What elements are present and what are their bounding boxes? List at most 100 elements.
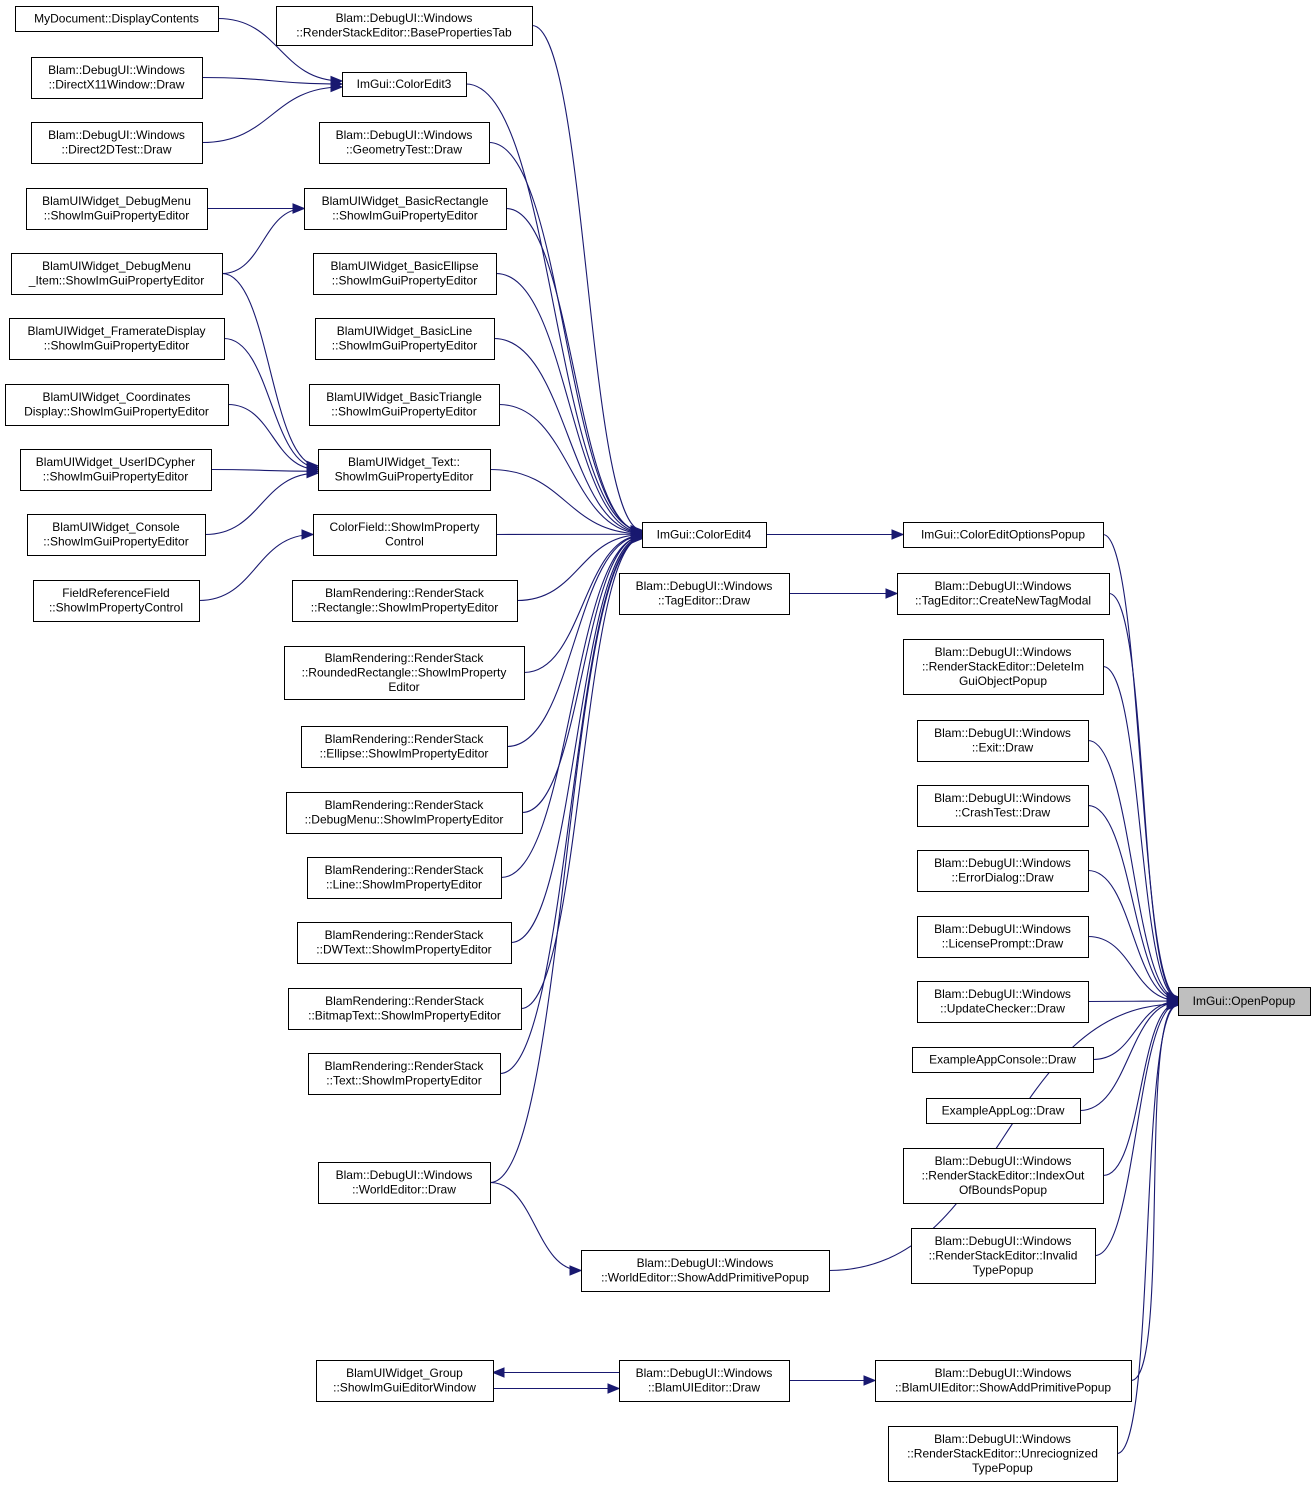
graph-node-d2d[interactable]: Blam::DebugUI::Windows::Direct2DTest::Dr… (31, 122, 203, 164)
node-label: BlamUIWidget_BasicTriangle (326, 390, 482, 404)
graph-node-basicellipse[interactable]: BlamUIWidget_BasicEllipse::ShowImGuiProp… (313, 253, 497, 295)
node-box (642, 522, 767, 548)
graph-node-deleteimgui[interactable]: Blam::DebugUI::Windows::RenderStackEdito… (903, 639, 1104, 695)
graph-node-worldeditor[interactable]: Blam::DebugUI::Windows::WorldEditor::Dra… (318, 1162, 491, 1204)
graph-node-dbgmenuitem[interactable]: BlamUIWidget_DebugMenu_Item::ShowImGuiPr… (11, 253, 223, 295)
node-label: Blam::DebugUI::Windows (336, 11, 473, 25)
graph-node-exit[interactable]: Blam::DebugUI::Windows::Exit::Draw (917, 720, 1089, 762)
edge-line (1087, 804, 1179, 1000)
edge-fieldref-to-colorfield (198, 529, 315, 602)
graph-node-unrecognized[interactable]: Blam::DebugUI::Windows::RenderStackEdito… (888, 1426, 1118, 1482)
graph-node-worldaddprim[interactable]: Blam::DebugUI::Windows::WorldEditor::Sho… (581, 1250, 830, 1292)
edge-uieditor-to-uiaddprim (788, 1375, 877, 1386)
graph-node-tageditor[interactable]: Blam::DebugUI::Windows::TagEditor::Draw (619, 573, 790, 615)
arrowhead (491, 1367, 505, 1378)
node-box (27, 514, 206, 556)
edge-userid-to-text (210, 466, 320, 477)
edge-line (499, 537, 643, 1075)
graph-node-rsline[interactable]: BlamRendering::RenderStack::Line::ShowIm… (307, 857, 502, 899)
graph-node-createnewtag[interactable]: Blam::DebugUI::Windows::TagEditor::Creat… (897, 573, 1110, 615)
graph-node-updatechecker[interactable]: Blam::DebugUI::Windows::UpdateChecker::D… (917, 981, 1089, 1023)
graph-node-rsdwtext[interactable]: BlamRendering::RenderStack::DWText::Show… (297, 922, 512, 964)
node-box (33, 580, 200, 622)
edge-indexout-to-openpopup (1102, 997, 1180, 1177)
graph-node-uieditor[interactable]: Blam::DebugUI::Windows::BlamUIEditor::Dr… (619, 1360, 790, 1402)
edge-line (531, 24, 643, 531)
edge-dx11-to-coloredit3 (201, 76, 344, 90)
graph-node-crashtest[interactable]: Blam::DebugUI::Windows::CrashTest::Draw (917, 785, 1089, 827)
graph-node-framerate[interactable]: BlamUIWidget_FramerateDisplay::ShowImGui… (9, 318, 225, 360)
graph-node-group[interactable]: BlamUIWidget_Group::ShowImGuiEditorWindo… (316, 1360, 494, 1402)
node-box (26, 188, 208, 230)
edge-line (1092, 1001, 1179, 1061)
node-label: MyDocument::DisplayContents (34, 11, 199, 25)
node-box (318, 449, 491, 491)
node-label: Blam::DebugUI::Windows (935, 1154, 1072, 1168)
node-label: ::Text::ShowImPropertyEditor (326, 1074, 481, 1088)
graph-node-fieldref[interactable]: FieldReferenceField::ShowImPropertyContr… (33, 580, 200, 622)
node-label: ::ShowImGuiPropertyEditor (43, 470, 188, 484)
graph-node-rsdebugmenu[interactable]: BlamRendering::RenderStack::DebugMenu::S… (286, 792, 523, 834)
graph-node-errordialog[interactable]: Blam::DebugUI::Windows::ErrorDialog::Dra… (917, 850, 1089, 892)
node-label: BlamUIWidget_Group (346, 1366, 463, 1380)
node-label: Editor (388, 680, 419, 694)
graph-node-basicrect[interactable]: BlamUIWidget_BasicRectangle::ShowImGuiPr… (304, 188, 507, 230)
graph-node-mydoc[interactable]: MyDocument::DisplayContents (15, 6, 219, 32)
edge-line (495, 272, 643, 533)
node-label: ::Rectangle::ShowImPropertyEditor (311, 601, 498, 615)
graph-node-rsbitmap[interactable]: BlamRendering::RenderStack::BitmapText::… (288, 988, 522, 1030)
graph-node-dx11[interactable]: Blam::DebugUI::Windows::DirectX11Window:… (31, 57, 203, 99)
graph-node-coords[interactable]: BlamUIWidget_CoordinatesDisplay::ShowImG… (5, 384, 229, 426)
graph-node-rsrounded[interactable]: BlamRendering::RenderStack::RoundedRecta… (284, 646, 525, 700)
edge-line (505, 207, 643, 533)
graph-node-indexout[interactable]: Blam::DebugUI::Windows::RenderStackEdito… (903, 1148, 1104, 1204)
node-box (917, 850, 1089, 892)
graph-node-rstext[interactable]: BlamRendering::RenderStack::Text::ShowIm… (308, 1053, 501, 1095)
node-box (926, 1098, 1081, 1124)
graph-node-userid[interactable]: BlamUIWidget_UserIDCypher::ShowImGuiProp… (20, 449, 212, 491)
graph-node-basictri[interactable]: BlamUIWidget_BasicTriangle::ShowImGuiPro… (309, 384, 500, 426)
graph-node-colorfield[interactable]: ColorField::ShowImPropertyControl (313, 514, 497, 556)
graph-node-geomtest[interactable]: Blam::DebugUI::Windows::GeometryTest::Dr… (319, 122, 490, 164)
node-box (912, 1047, 1094, 1073)
graph-node-rsellipse[interactable]: BlamRendering::RenderStack::Ellipse::Sho… (301, 726, 508, 768)
graph-node-text[interactable]: BlamUIWidget_Text::ShowImGuiPropertyEdit… (318, 449, 491, 491)
graph-node-applog[interactable]: ExampleAppLog::Draw (926, 1098, 1081, 1124)
node-label: ::RoundedRectangle::ShowImProperty (302, 665, 507, 679)
edge-appconsole-to-openpopup (1092, 996, 1180, 1061)
node-box (31, 122, 203, 164)
node-label: ::BlamUIEditor::Draw (648, 1381, 760, 1395)
graph-node-uiaddprim[interactable]: Blam::DebugUI::Windows::BlamUIEditor::Sh… (875, 1360, 1132, 1402)
node-label: ::RenderStackEditor::Unreciognized (907, 1446, 1098, 1460)
nodes-layer: MyDocument::DisplayContentsBlam::DebugUI… (5, 6, 1311, 1482)
graph-node-openpopup[interactable]: ImGui::OpenPopup (1178, 987, 1311, 1016)
node-label: TypePopup (972, 1461, 1033, 1475)
edge-line (489, 468, 643, 535)
node-box (917, 981, 1089, 1023)
graph-node-rsrect[interactable]: BlamRendering::RenderStack::Rectangle::S… (292, 580, 518, 622)
graph-node-console[interactable]: BlamUIWidget_Console::ShowImGuiPropertyE… (27, 514, 206, 556)
graph-node-appconsole[interactable]: ExampleAppConsole::Draw (912, 1047, 1094, 1073)
graph-node-basetab[interactable]: Blam::DebugUI::Windows::RenderStackEdito… (276, 6, 533, 46)
graph-node-basicline[interactable]: BlamUIWidget_BasicLine::ShowImGuiPropert… (315, 318, 495, 360)
node-box (307, 857, 502, 899)
node-label: Control (385, 535, 424, 549)
edge-line (521, 535, 643, 814)
edge-uiaddprim-to-openpopup (1130, 999, 1180, 1382)
node-label: Blam::DebugUI::Windows (934, 987, 1071, 1001)
edge-line (1102, 533, 1179, 998)
edge-coloredit3-to-coloredit4 (465, 83, 644, 536)
graph-node-coloredit4[interactable]: ImGui::ColorEdit4 (642, 522, 767, 548)
node-box (297, 922, 512, 964)
arrowhead (885, 588, 899, 599)
node-box (903, 1148, 1104, 1204)
edge-line (1102, 1002, 1179, 1177)
graph-node-license[interactable]: Blam::DebugUI::Windows::LicensePrompt::D… (917, 916, 1089, 958)
graph-node-coloreditopts[interactable]: ImGui::ColorEditOptionsPopup (903, 522, 1104, 548)
graph-node-coloredit3[interactable]: ImGui::ColorEdit3 (342, 72, 467, 97)
node-label: ::ShowImPropertyControl (49, 601, 183, 615)
graph-node-invalidtype[interactable]: Blam::DebugUI::Windows::RenderStackEdito… (911, 1228, 1096, 1284)
node-label: ::GeometryTest::Draw (346, 143, 462, 157)
arrowhead (863, 1375, 877, 1386)
graph-node-dbgmenu[interactable]: BlamUIWidget_DebugMenu::ShowImGuiPropert… (26, 188, 208, 230)
